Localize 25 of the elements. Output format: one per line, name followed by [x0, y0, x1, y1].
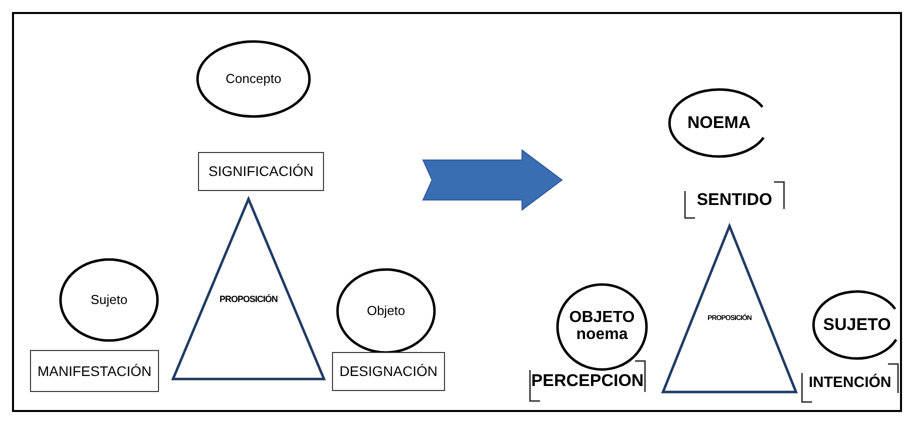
node-label: NOEMA — [687, 114, 751, 132]
term-box — [800, 363, 900, 403]
concept-ellipse — [59, 258, 159, 342]
proposition-triangle — [172, 198, 325, 381]
proposition-triangle — [662, 225, 797, 394]
proposition-label: PROPOSICIÓN — [219, 295, 278, 304]
node-label: Objeto — [366, 304, 406, 318]
node-label: MANIFESTACIÓN — [37, 364, 152, 378]
term-box — [528, 360, 647, 402]
node-label: SENTIDO — [696, 191, 772, 209]
concept-ellipse — [556, 283, 648, 371]
node-label: Sujeto — [90, 293, 128, 307]
term-box — [198, 152, 324, 191]
term-box — [683, 181, 786, 219]
node-label: OBJETO noema — [568, 310, 636, 344]
node-label: INTENCIÓN — [808, 375, 892, 391]
node-label: PERCEPCION — [531, 372, 644, 390]
term-box — [332, 352, 445, 391]
node-label: SIGNIFICACIÓN — [208, 164, 314, 179]
node-label: SUJETO — [823, 316, 891, 334]
concept-ellipse — [336, 268, 436, 354]
node-label: DESIGNACIÓN — [339, 364, 438, 379]
term-box — [30, 350, 159, 392]
node-label: Concepto — [226, 72, 282, 86]
concept-ellipse — [196, 40, 311, 118]
